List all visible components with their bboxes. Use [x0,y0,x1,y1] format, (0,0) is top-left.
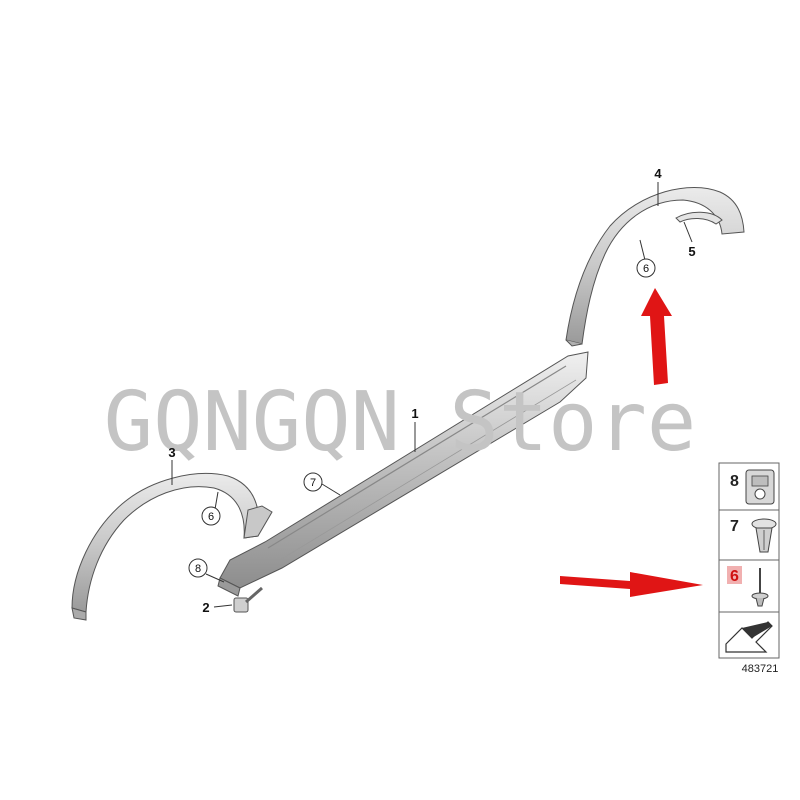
circled-callout-7-label: 7 [310,477,316,489]
legend-num-6: 6 [730,568,739,585]
clip-part-2 [233,586,263,613]
circled-callout-6-front: 6 [201,506,221,526]
callout-1: 1 [411,406,418,421]
expanding-rivet-icon [751,518,777,553]
rear-wheel-arch-trim [565,186,745,347]
legend-num-8: 8 [730,473,739,490]
circled-callout-6-rear-label: 6 [643,263,649,275]
callout-5: 5 [688,244,695,259]
callout-2: 2 [202,600,209,615]
circled-callout-8-label: 8 [195,563,201,575]
nut-clip-icon [745,469,775,505]
push-pin-icon [751,568,769,607]
circled-callout-6-front-label: 6 [208,511,214,523]
circled-callout-6-rear: 6 [636,258,656,278]
side-skirt [217,351,589,597]
leader-lines [171,182,693,608]
legend-num-6-highlight [727,566,742,584]
front-wheel-arch-trim [71,473,273,621]
legend-num-7: 7 [730,518,739,535]
direction-arrow-icon [725,621,773,653]
red-arrow-up-icon [641,288,672,385]
diagram-number: 483721 [742,663,779,675]
circled-callout-7: 7 [303,472,323,492]
watermark-text: GQNGQN Store [104,375,696,470]
fastener-legend: 8 7 6 [718,462,780,659]
red-arrow-right-icon [560,572,703,597]
arch-insert-part [675,211,723,225]
callout-4: 4 [654,166,662,181]
circled-callout-8: 8 [188,558,208,578]
callout-3: 3 [168,445,175,460]
